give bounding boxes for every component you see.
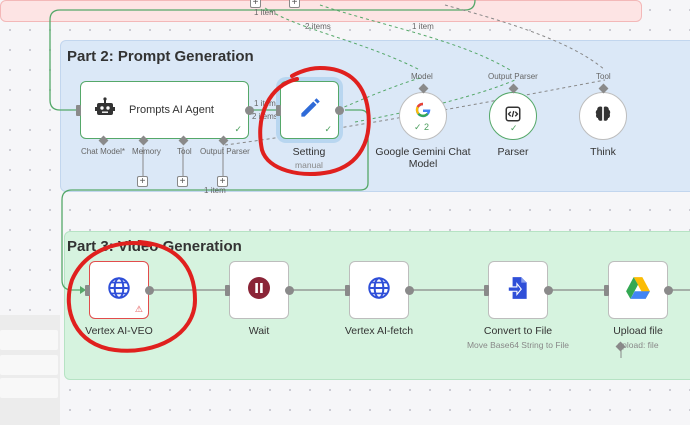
wait-label: Wait [248, 325, 270, 337]
output-handle[interactable] [285, 286, 294, 295]
vertex-veo-label: Vertex AI-VEO [85, 325, 153, 337]
setting-sub: manual [295, 160, 323, 170]
globe-icon [106, 275, 132, 306]
think-label: Think [590, 146, 616, 158]
output-handle[interactable] [544, 286, 553, 295]
agent-label: Prompts AI Agent [129, 104, 214, 116]
conn-part1-to-agent [49, 0, 476, 111]
check-icon: ✓ [324, 124, 332, 134]
side-panel-row[interactable] [0, 355, 58, 375]
part1-section [0, 0, 642, 22]
upload-file-node[interactable] [608, 261, 668, 319]
google-icon [414, 101, 432, 124]
part2-title: Part 2: Prompt Generation [67, 48, 254, 65]
pencil-icon [297, 95, 323, 126]
convert-to-file-node[interactable] [488, 261, 548, 319]
code-icon [504, 105, 522, 128]
conn-dashed-parser [319, 4, 511, 71]
port-label: Output Parser [488, 72, 538, 81]
wait-node[interactable] [229, 261, 289, 319]
side-panel-row[interactable] [0, 378, 58, 398]
conn-dashed-agent-parser [354, 79, 516, 123]
brain-icon [593, 104, 613, 129]
conn-label: 1 item [412, 22, 434, 31]
add-tool-button[interactable]: + [177, 176, 188, 187]
part3-title: Part 3: Video Generation [67, 238, 242, 255]
port-label: Output Parser [200, 147, 250, 156]
side-panel [0, 315, 60, 425]
upload-label: Upload file [613, 325, 663, 337]
conn-dashed-tool [444, 4, 606, 71]
think-node[interactable] [579, 92, 627, 140]
gemini-label: Google Gemini Chat [375, 146, 471, 158]
output-handle[interactable] [335, 106, 344, 115]
file-convert-icon [505, 275, 531, 306]
convert-label: Convert to File [483, 325, 553, 337]
conn-label: 1 item [254, 8, 276, 17]
output-handle[interactable] [405, 286, 414, 295]
conn-label: 1 item [204, 186, 226, 195]
drive-icon [625, 276, 651, 305]
robot-icon [93, 96, 117, 125]
input-handle[interactable] [85, 285, 90, 296]
globe-icon [366, 275, 392, 306]
red-circle-annotation [258, 65, 371, 176]
vertex-ai-veo-node[interactable]: ⚠ [89, 261, 149, 319]
conn-label: 2 items [305, 22, 331, 31]
run-count-badge: ✓ 2 [414, 122, 430, 132]
input-handle[interactable] [345, 285, 350, 296]
add-node-button[interactable]: + [250, 0, 261, 8]
parser-label: Parser [497, 146, 529, 158]
check-icon: ✓ [510, 123, 518, 133]
port-label: Tool [596, 72, 611, 81]
conn-dashed-model [264, 7, 421, 71]
output-handle[interactable] [664, 286, 673, 295]
input-handle[interactable] [276, 105, 281, 116]
input-handle[interactable] [604, 285, 609, 296]
convert-sub: Move Base64 String to File [466, 340, 570, 350]
port-label: Model [411, 72, 433, 81]
parser-node[interactable]: ✓ [489, 92, 537, 140]
conn-dashed-agent-tool [224, 79, 606, 146]
setting-label: Setting [292, 146, 326, 158]
vertex-fetch-label: Vertex AI-fetch [344, 325, 414, 337]
input-handle[interactable] [225, 285, 230, 296]
input-handle[interactable] [484, 285, 489, 296]
setting-node[interactable]: ✓ [280, 81, 339, 139]
output-handle[interactable] [145, 286, 154, 295]
gemini-label-2: Model [408, 158, 438, 170]
add-output-parser-button[interactable]: + [217, 176, 228, 187]
input-handle[interactable] [76, 105, 81, 116]
prompts-ai-agent-node[interactable]: Prompts AI Agent ✓ [80, 81, 249, 139]
conn-label: 2 items [252, 112, 278, 121]
port-label: Memory [132, 147, 161, 156]
port-label: Chat Model* [81, 147, 126, 156]
upload-sub: upload: file [617, 340, 659, 350]
port-label: Tool [177, 147, 192, 156]
warning-icon: ⚠ [134, 304, 143, 314]
pause-icon [247, 276, 271, 305]
output-handle[interactable] [245, 106, 254, 115]
add-node-button[interactable]: + [289, 0, 300, 8]
red-circle-annotation [66, 240, 198, 353]
check-icon: ✓ [234, 124, 242, 134]
side-panel-row[interactable] [0, 330, 58, 350]
google-gemini-node[interactable]: ✓ 2 [399, 92, 447, 140]
add-memory-button[interactable]: + [137, 176, 148, 187]
